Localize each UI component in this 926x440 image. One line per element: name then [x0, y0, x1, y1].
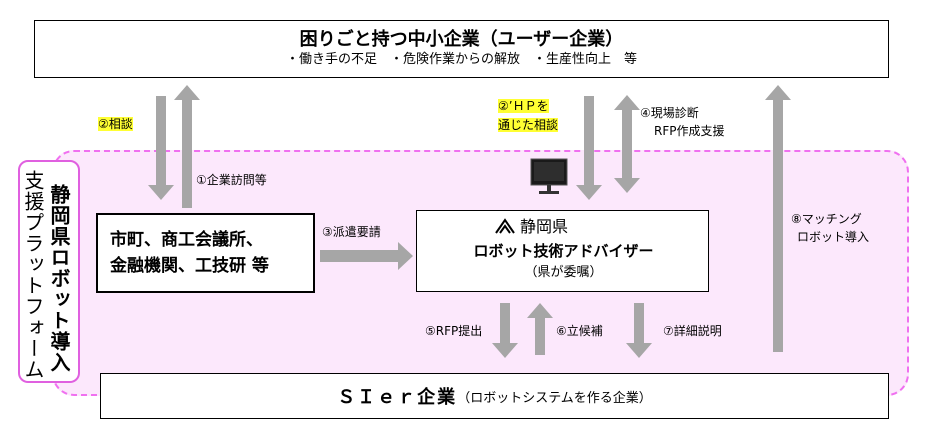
shizuoka-prefecture-emblem-icon [495, 218, 515, 234]
local-support-box: 市町、商工会議所、 金融機関、工技研 等 [96, 213, 315, 293]
visit-label: ①企業訪問等 [196, 173, 267, 187]
user-company-title: 困りごと持つ中小企業（ユーザー企業） [299, 29, 624, 50]
hp-consult-label: ②’ＨＰを 通じた相談 [498, 97, 559, 135]
rfp-label: ⑤RFP提出 [425, 324, 483, 338]
consult-label-text: ②相談 [98, 117, 133, 131]
matching-arrow [765, 85, 791, 352]
hp-consult-line1: ②’ＨＰを [498, 99, 549, 113]
visit-arrow [174, 85, 200, 208]
matching-label: ⑧マッチング ロボット導入 [791, 210, 869, 246]
hp-consult-line2: 通じた相談 [498, 118, 559, 132]
matching-line1: ⑧マッチング [791, 212, 862, 226]
diagnosis-line2: RFP作成支援 [654, 124, 725, 138]
user-company-subtitle: ・働き手の不足 ・危険作業からの解放 ・生産性向上 等 [285, 52, 637, 67]
rfp-arrow [492, 303, 518, 358]
explain-label: ⑦詳細説明 [663, 324, 722, 338]
computer-monitor-icon [530, 158, 568, 194]
diagnosis-line1: ④現場診断 [640, 106, 699, 120]
advisor-note: （県が委嘱） [524, 265, 603, 280]
candidate-arrow [527, 303, 553, 355]
candidate-label: ⑥立候補 [556, 324, 603, 338]
hp-consult-arrow [576, 96, 602, 200]
sier-company-box: ＳＩｅｒ企業 （ロボットシステムを作る企業） [100, 373, 889, 419]
platform-label-col1: 支援プラットフォーム [21, 170, 45, 380]
sier-note: （ロボットシステムを作る企業） [457, 390, 652, 406]
diagnosis-arrow [614, 95, 640, 193]
consult-arrow [148, 96, 174, 200]
consult-label: ②相談 [98, 116, 133, 132]
advisor-org: 静岡県 [520, 217, 569, 236]
sier-title: ＳＩｅｒ企業 [337, 387, 458, 408]
diagnosis-label: ④現場診断 RFP作成支援 [640, 104, 724, 140]
user-company-box: 困りごと持つ中小企業（ユーザー企業） ・働き手の不足 ・危険作業からの解放 ・生… [34, 20, 889, 78]
local-support-line1: 市町、商工会議所、 [110, 230, 263, 250]
local-support-line2: 金融機関、工技研 等 [110, 256, 269, 276]
platform-label: 支援プラットフォーム 静岡県ロボット導入 [18, 160, 80, 383]
matching-line2: ロボット導入 [797, 230, 870, 244]
explain-arrow [626, 303, 652, 358]
robot-advisor-box: 静岡県 ロボット技術アドバイザー （県が委嘱） [416, 210, 709, 292]
dispatch-label: ③派遣要請 [322, 225, 381, 239]
dispatch-arrow [320, 242, 413, 270]
advisor-title: ロボット技術アドバイザー [473, 242, 654, 260]
platform-label-col2: 静岡県ロボット導入 [47, 184, 71, 373]
